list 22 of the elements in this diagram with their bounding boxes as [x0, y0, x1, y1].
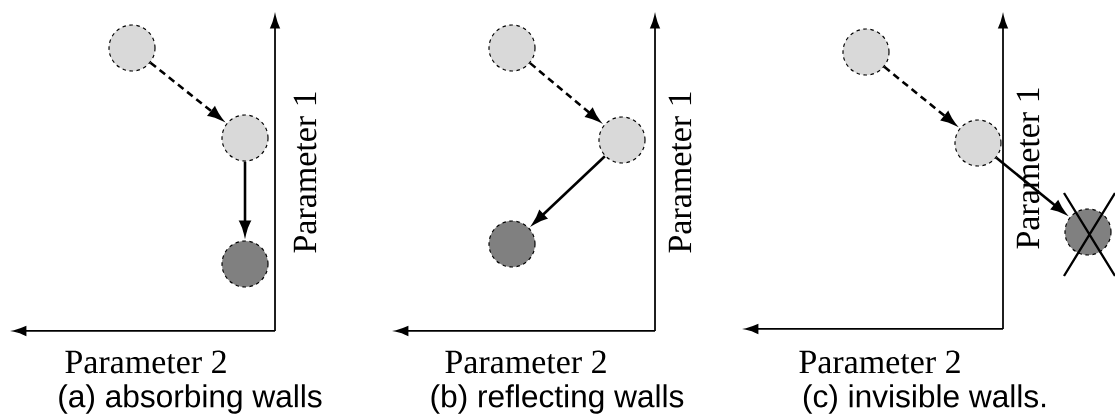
caption: (b) reflecting walls [431, 384, 684, 414]
state-circle [842, 28, 890, 76]
state-circle [488, 220, 536, 268]
axis-label: Parameter 1 [1016, 88, 1040, 249]
axis-label: Parameter 1 [668, 92, 692, 253]
state-circle [598, 116, 646, 164]
state-circle [954, 119, 1002, 167]
arrow [532, 155, 606, 225]
state-circle [221, 240, 269, 288]
arrow [149, 61, 223, 121]
arrow [995, 156, 1066, 215]
state-circle [1064, 208, 1112, 256]
axis-label: Parameter 2 [799, 350, 960, 374]
caption: (a) absorbing walls [59, 384, 322, 414]
state-circle [221, 114, 269, 162]
state-circle [488, 24, 536, 72]
arrow [883, 65, 956, 126]
axis-label: Parameter 1 [293, 92, 317, 253]
state-circle [108, 24, 156, 72]
axis-label: Parameter 2 [65, 350, 226, 374]
axis-label: Parameter 2 [445, 350, 606, 374]
caption: (c) invisible walls. [803, 384, 1046, 414]
